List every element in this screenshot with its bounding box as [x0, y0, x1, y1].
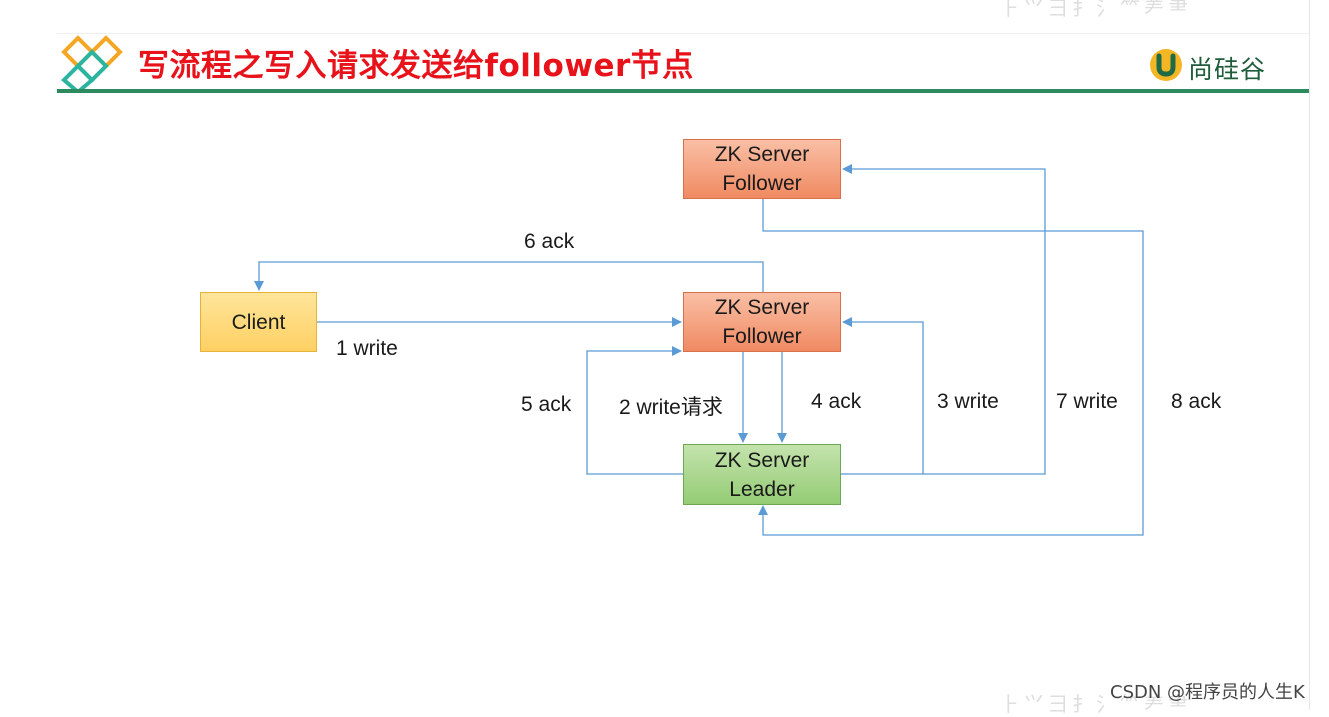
- edge-8-ack-arrow: [758, 198, 1144, 536]
- edge-5-ack-arrow: [586, 346, 683, 475]
- edge-label-7-write: 7 write: [1056, 390, 1118, 413]
- brand-name: 尚硅谷: [1188, 55, 1267, 84]
- header-rule: [57, 89, 1309, 93]
- edge-label-6-ack: 6 ack: [524, 230, 575, 253]
- edge-label-5-ack: 5 ack: [521, 393, 572, 416]
- node-leader-line1: ZK Server: [714, 448, 810, 472]
- right-edge-line: [1309, 0, 1310, 710]
- node-follower-top-line2: Follower: [722, 172, 802, 195]
- edge-3-write-arrow: [841, 317, 924, 475]
- edge-label-1-write: 1 write: [336, 337, 398, 360]
- node-follower-mid-line2: Follower: [722, 325, 802, 348]
- brand-u-icon: [1150, 49, 1182, 81]
- top-edge-line: [57, 33, 1309, 34]
- node-follower-top: ZK Server Follower: [683, 139, 841, 199]
- node-follower-mid: ZK Server Follower: [683, 292, 841, 352]
- edge-7-write-arrow: [842, 164, 1046, 475]
- csdn-watermark: CSDN @程序员的人生K: [1110, 682, 1305, 703]
- node-follower-top-line1: ZK Server: [714, 143, 810, 166]
- edge-label-8-ack: 8 ack: [1171, 390, 1222, 413]
- node-leader-line2: Leader: [729, 477, 795, 501]
- page-title: 写流程之写入请求发送给follower节点: [138, 48, 694, 84]
- node-client-label: Client: [231, 310, 286, 334]
- logo-diamond-shape: [61, 63, 95, 92]
- edge-label-2-write-request: 2 write请求: [619, 396, 723, 419]
- faint-background-strokes: ⺊⺍⺕⺘⺡⺮⺶⺻: [1000, 0, 1192, 20]
- node-leader: ZK Server Leader: [683, 444, 841, 505]
- edge-6-ack-arrow: [254, 261, 764, 292]
- edge-label-4-ack: 4 ack: [811, 390, 862, 413]
- node-follower-mid-line1: ZK Server: [714, 296, 810, 319]
- diamond-logo-icon: [61, 35, 123, 92]
- node-client: Client: [200, 292, 317, 352]
- edge-label-3-write: 3 write: [937, 390, 999, 413]
